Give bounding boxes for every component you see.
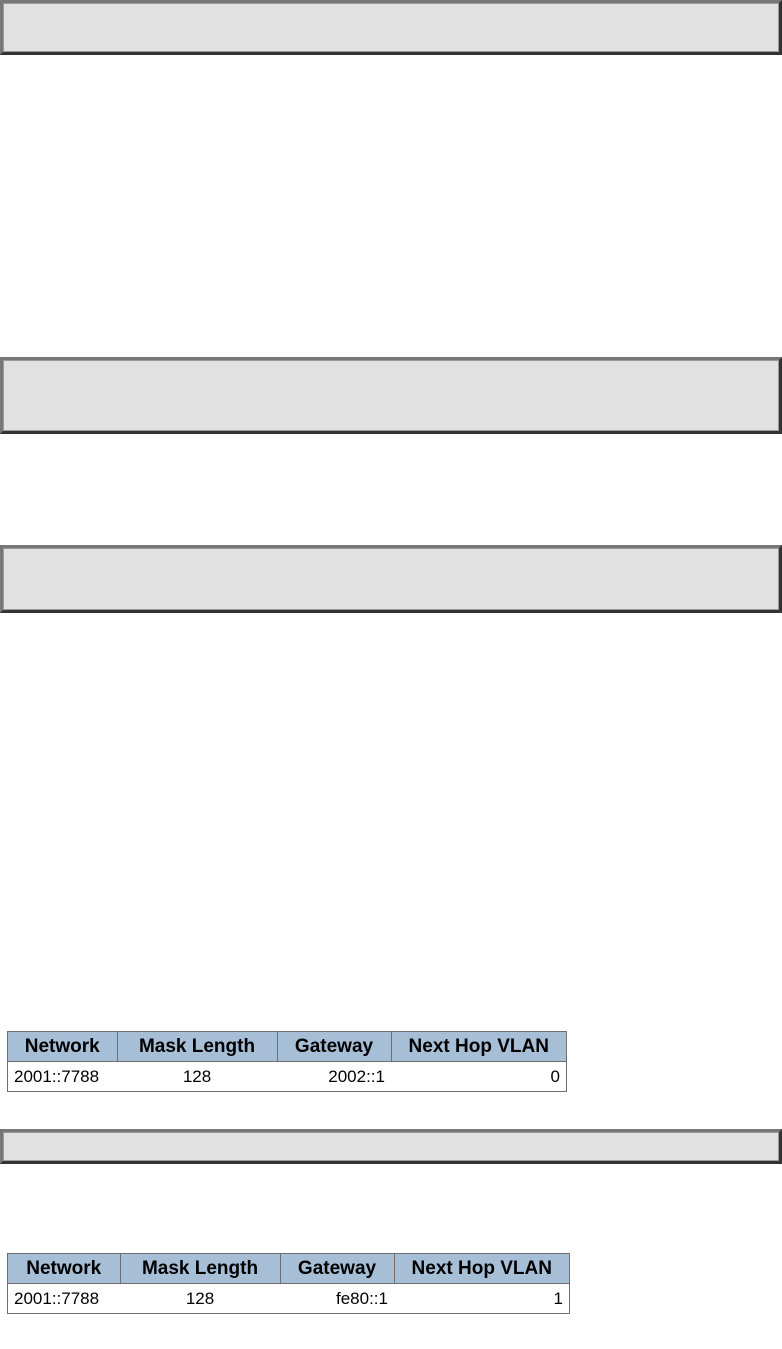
column-header-network: Network — [7, 1253, 121, 1284]
column-header-network: Network — [7, 1031, 118, 1062]
cell-gateway: 2002::1 — [277, 1061, 391, 1092]
command-box-4 — [0, 1129, 782, 1164]
cell-gateway: fe80::1 — [280, 1283, 394, 1314]
column-header-next-hop-vlan: Next Hop VLAN — [390, 1031, 567, 1062]
column-header-gateway: Gateway — [276, 1031, 392, 1062]
cell-network: 2001::7788 — [7, 1061, 117, 1092]
table-row: 2001::7788 128 2002::1 0 — [7, 1061, 567, 1092]
cell-mask-length: 128 — [120, 1283, 280, 1314]
table-row: 2001::7788 128 fe80::1 1 — [7, 1283, 570, 1314]
command-box-1 — [0, 0, 782, 55]
column-header-next-hop-vlan: Next Hop VLAN — [393, 1253, 570, 1284]
column-header-mask-length: Mask Length — [119, 1253, 281, 1284]
ipv6-route-table-2: Network Mask Length Gateway Next Hop VLA… — [7, 1253, 570, 1314]
cell-mask-length: 128 — [117, 1061, 277, 1092]
table-header-row: Network Mask Length Gateway Next Hop VLA… — [7, 1031, 567, 1062]
cell-next-hop-vlan: 1 — [394, 1283, 570, 1314]
cell-next-hop-vlan: 0 — [391, 1061, 567, 1092]
table-header-row: Network Mask Length Gateway Next Hop VLA… — [7, 1253, 570, 1284]
column-header-gateway: Gateway — [279, 1253, 395, 1284]
command-box-3 — [0, 545, 782, 613]
cell-network: 2001::7788 — [7, 1283, 120, 1314]
column-header-mask-length: Mask Length — [116, 1031, 278, 1062]
ipv6-route-table-1: Network Mask Length Gateway Next Hop VLA… — [7, 1031, 567, 1092]
command-box-2 — [0, 357, 782, 434]
